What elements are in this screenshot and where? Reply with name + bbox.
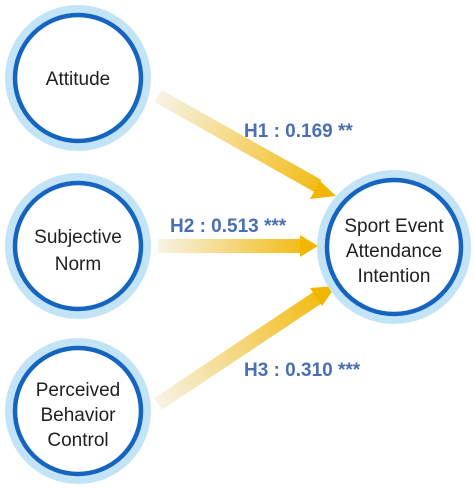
h1-label: H1 : 0.169 ** [244,121,353,142]
arrow-h3-shaft [154,290,324,410]
arrow-h1-shaft [154,89,322,193]
attitude-node: Attitude [5,5,151,151]
arrow-h3 [154,286,336,410]
attitude-node-label: Attitude [46,69,110,90]
subjective-norm-node-label-line-1: Subjective [34,227,122,248]
intention-node-circle [324,177,464,317]
intention-node: Sport Event Attendance Intention [317,170,471,324]
perceived-behavior-control-node-label-line-3: Control [47,430,108,451]
attitude-node-circle [12,12,144,144]
perceived-behavior-control-node-circle [12,345,144,477]
subjective-norm-node: Subjective Norm [5,173,151,319]
arrow-h1 [154,89,336,199]
h3-label: H3 : 0.310 *** [244,360,361,381]
h2-label: H2 : 0.513 *** [170,216,287,237]
perceived-behavior-control-node-label-line-2: Behavior [41,405,117,426]
arrow-h2 [158,235,318,257]
arrow-h1-head [310,181,336,199]
arrow-h3-head [310,286,336,306]
perceived-behavior-control-node-label-line-1: Perceived [36,380,121,401]
subjective-norm-node-circle [12,180,144,312]
perceived-behavior-control-node: Perceived Behavior Control [5,338,151,484]
subjective-norm-node-label-line-2: Norm [55,254,101,275]
intention-node-label-line-3: Intention [358,266,431,287]
intention-node-label-line-1: Sport Event [344,216,444,237]
intention-node-label-line-2: Attendance [346,241,442,262]
arrow-h2-head [300,235,318,257]
